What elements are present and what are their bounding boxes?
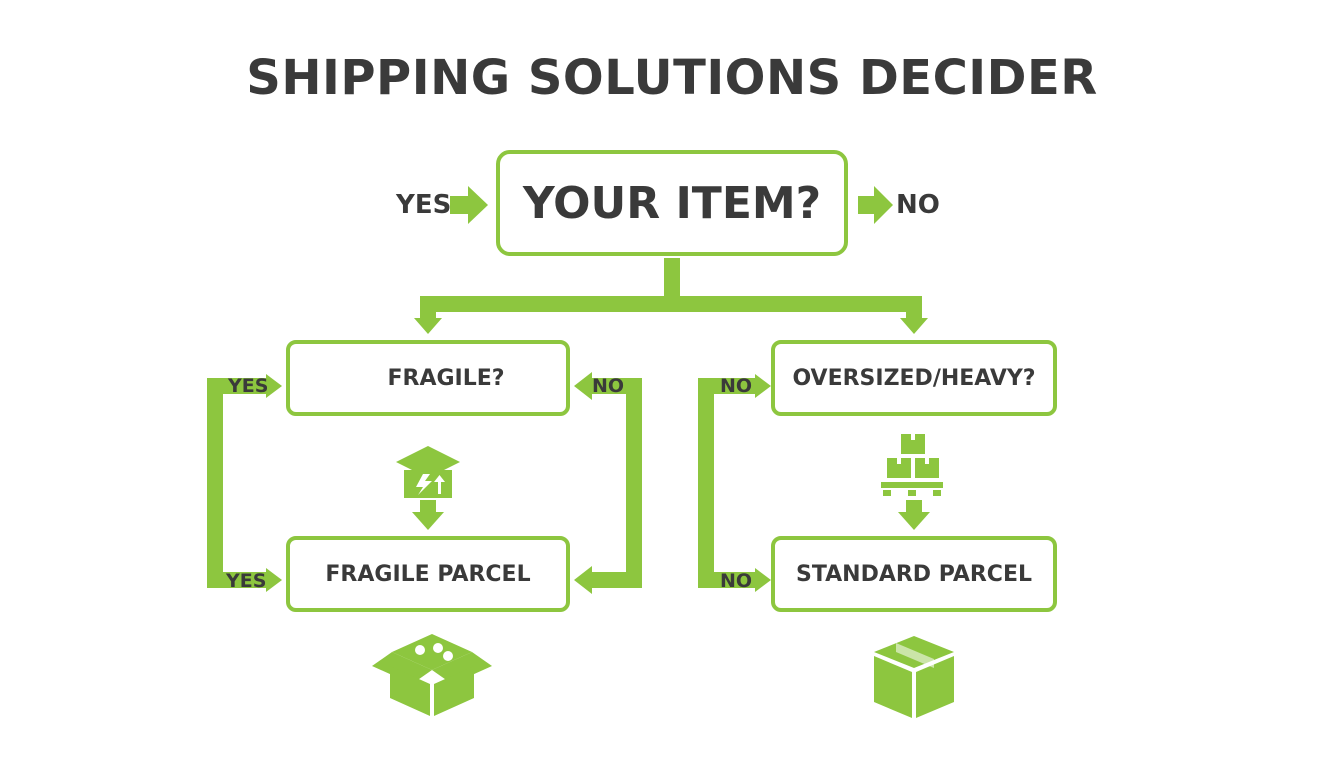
left-down-arrow [412,500,444,530]
page-title: SHIPPING SOLUTIONS DECIDER [246,50,1098,106]
split-connector [414,258,928,334]
fragile-question-box: FRAGILE? [286,340,570,416]
fragile-parcel-box: FRAGILE PARCEL [286,536,570,612]
right-no-label-top: NO [720,375,753,397]
left-yes-label-bottom: YES [226,570,267,592]
right-down-arrow [898,500,930,530]
left-yes-label-top: YES [228,375,269,397]
standard-parcel-box: STANDARD PARCEL [771,536,1057,612]
root-question-text: YOUR ITEM? [522,177,822,229]
root-yes-label: YES [396,190,452,220]
oversized-question-text: OVERSIZED/HEAVY? [792,365,1036,391]
fragile-box-icon [396,446,460,498]
right-no-loop [698,374,771,592]
root-question-box: YOUR ITEM? [496,150,848,256]
open-box-icon [372,634,492,716]
root-no-label: NO [896,190,940,220]
right-no-label-bottom: NO [720,570,753,592]
standard-parcel-text: STANDARD PARCEL [796,561,1032,587]
left-yes-loop [207,374,282,592]
root-yes-arrow [450,186,488,224]
fragile-parcel-text: FRAGILE PARCEL [325,561,531,587]
pallet-boxes-icon [881,434,943,496]
root-no-arrow [858,186,893,224]
closed-box-icon [874,636,954,718]
left-no-loop [574,372,642,594]
fragile-question-text: FRAGILE? [387,365,505,391]
left-no-label: NO [592,375,625,397]
oversized-question-box: OVERSIZED/HEAVY? [771,340,1057,416]
